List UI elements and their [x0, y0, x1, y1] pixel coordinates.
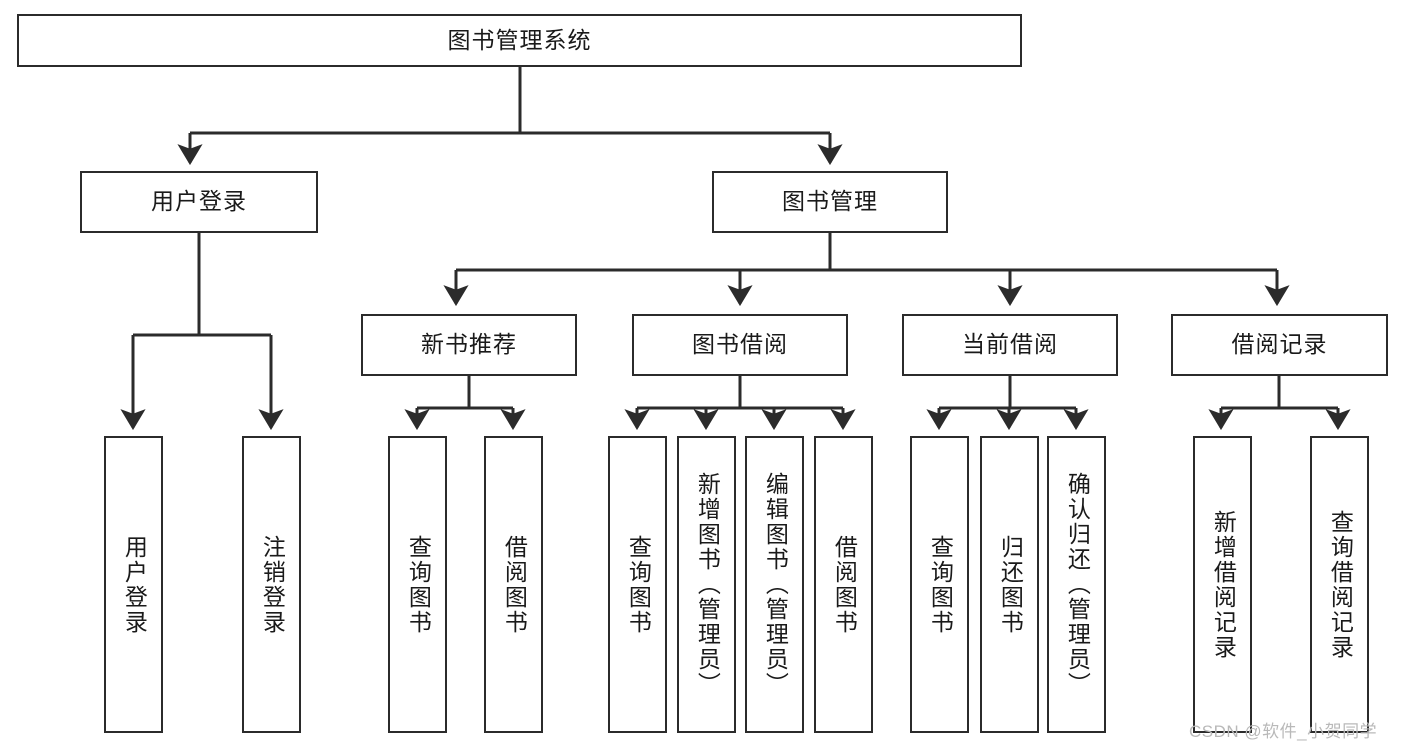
node-leaf-query-book-3[interactable]: 查询图书	[910, 436, 969, 733]
node-leaf-user-login-label: 用户登录	[121, 534, 148, 635]
node-root[interactable]: 图书管理系统	[17, 14, 1022, 67]
node-book-management[interactable]: 图书管理	[712, 171, 948, 233]
node-leaf-user-login[interactable]: 用户登录	[104, 436, 163, 733]
node-user-login[interactable]: 用户登录	[80, 171, 318, 233]
node-leaf-query-book-2[interactable]: 查询图书	[608, 436, 667, 733]
node-leaf-add-record[interactable]: 新增借阅记录	[1193, 436, 1252, 733]
node-book-borrow-label: 图书借阅	[692, 331, 788, 358]
node-leaf-user-logout-label: 注销登录	[259, 534, 286, 635]
node-user-login-label: 用户登录	[151, 188, 247, 215]
node-book-management-label: 图书管理	[782, 188, 878, 215]
node-leaf-user-logout[interactable]: 注销登录	[242, 436, 301, 733]
node-current-borrow[interactable]: 当前借阅	[902, 314, 1118, 376]
node-leaf-borrow-book-2-label: 借阅图书	[831, 534, 858, 635]
node-leaf-borrow-book-2[interactable]: 借阅图书	[814, 436, 873, 733]
node-leaf-borrow-book-1-label: 借阅图书	[501, 534, 528, 635]
node-leaf-query-record[interactable]: 查询借阅记录	[1310, 436, 1369, 733]
node-leaf-query-record-label: 查询借阅记录	[1327, 509, 1354, 660]
node-leaf-query-book-1[interactable]: 查询图书	[388, 436, 447, 733]
node-leaf-borrow-book-1[interactable]: 借阅图书	[484, 436, 543, 733]
node-leaf-query-book-2-label: 查询图书	[625, 534, 652, 635]
node-leaf-edit-book-label: 编辑图书（管理员）	[762, 472, 789, 697]
node-new-book-recommend[interactable]: 新书推荐	[361, 314, 577, 376]
node-new-book-recommend-label: 新书推荐	[421, 331, 517, 358]
node-current-borrow-label: 当前借阅	[962, 331, 1058, 358]
node-leaf-confirm-return-label: 确认归还（管理员）	[1064, 472, 1091, 697]
node-leaf-add-book-label: 新增图书（管理员）	[694, 472, 721, 697]
node-leaf-query-book-1-label: 查询图书	[405, 534, 432, 635]
node-leaf-return-book-label: 归还图书	[997, 534, 1024, 635]
node-leaf-query-book-3-label: 查询图书	[927, 534, 954, 635]
node-book-borrow[interactable]: 图书借阅	[632, 314, 848, 376]
node-leaf-return-book[interactable]: 归还图书	[980, 436, 1039, 733]
node-borrow-record-label: 借阅记录	[1231, 331, 1328, 358]
node-leaf-edit-book[interactable]: 编辑图书（管理员）	[745, 436, 804, 733]
node-leaf-confirm-return[interactable]: 确认归还（管理员）	[1047, 436, 1106, 733]
node-leaf-add-book[interactable]: 新增图书（管理员）	[677, 436, 736, 733]
node-root-label: 图书管理系统	[447, 26, 592, 53]
node-borrow-record[interactable]: 借阅记录	[1171, 314, 1388, 376]
node-leaf-add-record-label: 新增借阅记录	[1210, 509, 1237, 660]
